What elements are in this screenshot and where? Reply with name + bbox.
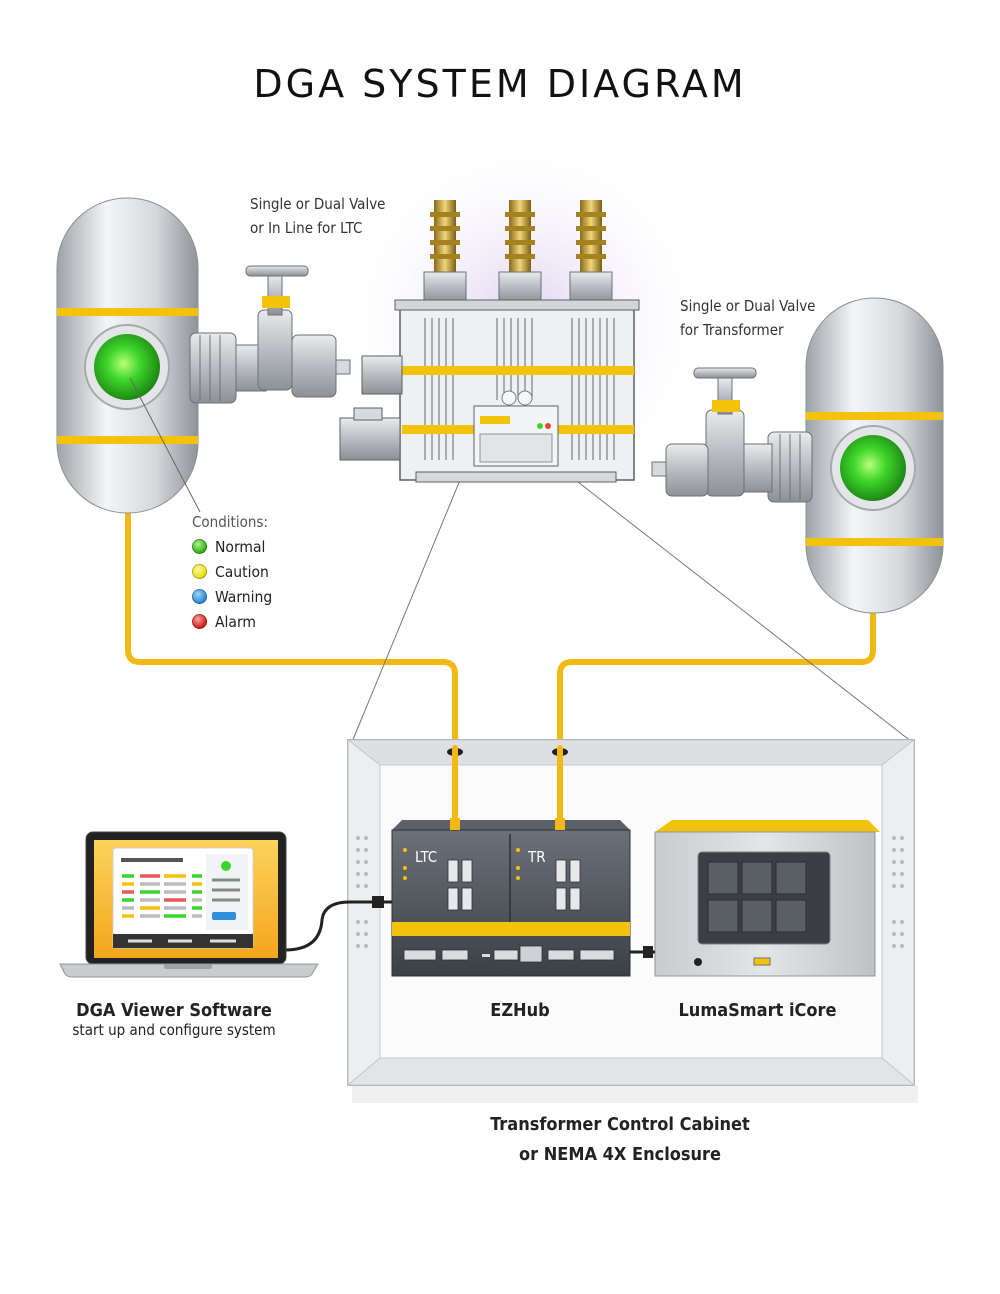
- laptop: [59, 831, 392, 978]
- zoom-lines: [351, 467, 913, 743]
- cabinet-caption-line1: Transformer Control Cabinet: [490, 1114, 750, 1135]
- icore-device: [654, 820, 880, 977]
- normal-status-icon: [192, 539, 207, 554]
- bushing-right: [569, 200, 613, 303]
- hub-icore-link: [630, 946, 655, 958]
- laptop-caption: DGA Viewer Software start up and configu…: [40, 1000, 308, 1039]
- bushing-center: [498, 200, 542, 303]
- ltc-valve-note-line2: or In Line for LTC: [250, 219, 363, 237]
- tank-tr: [651, 297, 944, 614]
- legend-label: Alarm: [215, 612, 256, 631]
- cable-tr: [557, 609, 876, 825]
- alarm-status-icon: [192, 614, 207, 629]
- page-title: DGA SYSTEM DIAGRAM: [253, 62, 747, 106]
- icore-caption: LumaSmart iCore: [678, 1000, 837, 1021]
- caution-status-icon: [192, 564, 207, 579]
- laptop-caption-sub: start up and configure system: [72, 1021, 276, 1039]
- legend-label: Caution: [215, 562, 269, 581]
- ezhub-tr-label: TR: [528, 848, 546, 866]
- legend-item-alarm: Alarm: [192, 609, 272, 634]
- cabinet-caption-line2: or NEMA 4X Enclosure: [518, 1144, 722, 1165]
- legend-label: Normal: [215, 537, 266, 556]
- tr-valve-note: Single or Dual Valve for Transformer: [680, 294, 816, 342]
- tank-ltc: [56, 197, 351, 514]
- tr-valve-note-line2: for Transformer: [680, 321, 784, 339]
- legend-label: Warning: [215, 587, 273, 606]
- ltc-valve-note-line1: Single or Dual Valve: [250, 195, 386, 213]
- cabinet-vents-right: [892, 836, 904, 948]
- laptop-screen-rows: [122, 874, 202, 918]
- legend-item-normal: Normal: [192, 534, 272, 559]
- cabinet-caption: Transformer Control Cabinet or NEMA 4X E…: [455, 1110, 785, 1170]
- tr-valve-note-line1: Single or Dual Valve: [680, 297, 816, 315]
- transformer: [339, 200, 640, 483]
- cable-ltc: [125, 509, 458, 825]
- legend-pointer: [129, 377, 201, 513]
- cabinet-vents-left: [356, 836, 368, 948]
- bushing-left: [423, 200, 467, 303]
- ltc-valve-note: Single or Dual Valve or In Line for LTC: [250, 192, 386, 240]
- ezhub-ltc-label: LTC: [415, 848, 438, 866]
- legend-item-warning: Warning: [192, 584, 272, 609]
- conditions-legend: Conditions: Normal Caution Warning Alarm: [192, 510, 272, 634]
- laptop-caption-title: DGA Viewer Software: [76, 1000, 272, 1021]
- warning-status-icon: [192, 589, 207, 604]
- legend-title: Conditions:: [192, 513, 268, 531]
- legend-item-caution: Caution: [192, 559, 272, 584]
- ezhub-device: [391, 818, 631, 977]
- ezhub-caption: EZHub: [490, 1000, 550, 1021]
